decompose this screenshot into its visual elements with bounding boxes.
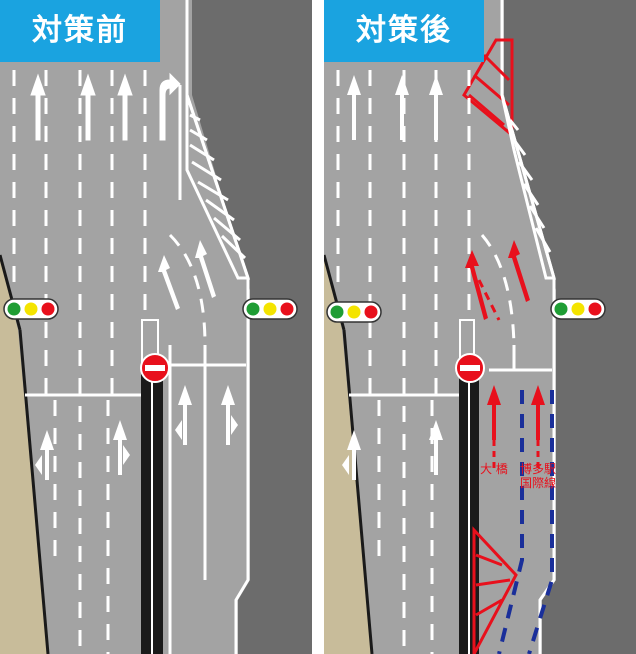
road-diagram-before	[0, 0, 312, 654]
before-panel: 対策前	[0, 0, 312, 654]
panel-title: 対策後	[324, 0, 484, 62]
after-panel: 対策後 大 橋 博多駅 国際線	[324, 0, 636, 654]
no-entry-sign-icon	[455, 353, 485, 383]
route-label-hakata-kokusaisen: 博多駅 国際線	[519, 462, 556, 490]
panel-title: 対策前	[0, 0, 160, 62]
road-diagram-after	[324, 0, 636, 654]
traffic-signal-icon	[242, 298, 298, 320]
no-entry-sign-icon	[140, 353, 170, 383]
traffic-signal-icon	[3, 298, 59, 320]
route-label-ohashi: 大 橋	[480, 462, 508, 476]
traffic-signal-icon	[326, 301, 382, 323]
traffic-signal-icon	[550, 298, 606, 320]
